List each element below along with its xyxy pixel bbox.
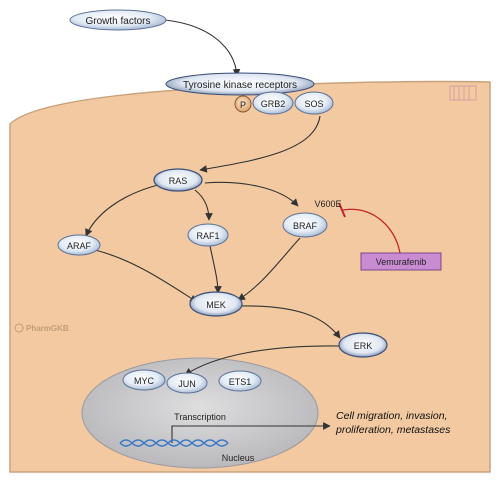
braf-label: BRAF [293, 221, 318, 231]
node-braf[interactable]: BRAF [282, 212, 328, 238]
node-erk[interactable]: ERK [338, 332, 388, 358]
arrow-braf-to-mek [237, 237, 301, 301]
vemurafenib-box[interactable]: Vemurafenib [360, 252, 442, 271]
arrow-ras-to-raf1 [194, 189, 213, 221]
watermark-label: PharmGKB [26, 324, 69, 333]
node-ras[interactable]: RAS [153, 168, 203, 192]
erk-label: ERK [354, 341, 373, 351]
sos-label: SOS [304, 99, 323, 109]
arrow-erk-to-nucleus [184, 345, 341, 376]
pharmgkb-watermark: PharmGKB [14, 323, 69, 333]
membrane-channel-icon [449, 85, 477, 101]
arrow-transcription [171, 422, 331, 443]
araf-label: ARAF [67, 241, 92, 251]
vemurafenib-label: Vemurafenib [376, 257, 427, 267]
node-jun[interactable]: JUN [166, 372, 208, 394]
transcription-label: Transcription [174, 412, 226, 422]
outcome-line-1: Cell migration, invasion, [336, 410, 447, 422]
vemurafenib-inhibition [338, 202, 401, 254]
node-raf1[interactable]: RAF1 [187, 223, 229, 247]
arrow-ras-to-braf [204, 181, 299, 207]
node-sos[interactable]: SOS [294, 91, 334, 115]
node-p[interactable]: P [234, 95, 252, 113]
v600e-label: V600E [314, 199, 341, 209]
arrow-ras-to-araf [85, 184, 159, 237]
grb2-label: GRB2 [261, 99, 286, 109]
growth-factors-label: Growth factors [85, 16, 150, 27]
arrow-sos-to-ras [199, 115, 321, 173]
ets1-label: ETS1 [229, 377, 252, 387]
tkr-label: Tyrosine kinase receptors [183, 80, 297, 91]
node-grb2[interactable]: GRB2 [252, 91, 294, 115]
node-tyrosine-kinase-receptors[interactable]: Tyrosine kinase receptors [165, 72, 315, 96]
arrow-mek-to-erk [239, 305, 341, 339]
mek-label: MEK [206, 300, 226, 310]
node-mek[interactable]: MEK [189, 291, 243, 317]
node-myc[interactable]: MYC [122, 369, 166, 391]
nucleus-label: Nucleus [222, 453, 255, 463]
dna-strand-icon [119, 439, 229, 447]
arrow-raf1-to-mek [209, 245, 222, 294]
node-growth-factors[interactable]: Growth factors [69, 9, 167, 31]
node-ets1[interactable]: ETS1 [218, 370, 262, 392]
ras-label: RAS [169, 176, 188, 186]
pathway-arrows [85, 19, 341, 443]
node-araf[interactable]: ARAF [57, 234, 101, 256]
p-label: P [240, 100, 246, 110]
outcome-line-2: proliferation, metastases [335, 424, 451, 436]
myc-label: MYC [134, 376, 155, 386]
arrow-araf-to-mek [94, 249, 198, 303]
jun-label: JUN [178, 379, 196, 389]
raf1-label: RAF1 [196, 231, 219, 241]
arrow-gf-to-tkr [164, 19, 241, 77]
